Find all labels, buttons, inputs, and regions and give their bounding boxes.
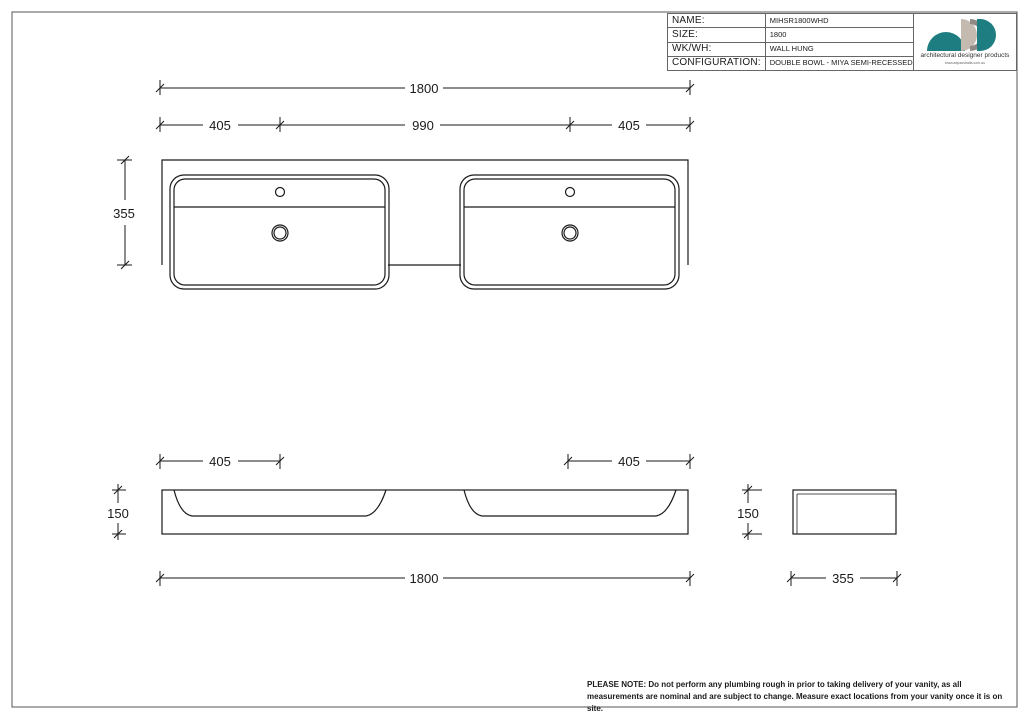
right-waste-outer — [561, 224, 579, 242]
name-key: NAME: — [667, 12, 766, 29]
name-value: MIHSR1800WHD — [764, 12, 933, 29]
title-block-row: CONFIGURATION: DOUBLE BOWL - MIYA SEMI-R… — [667, 55, 933, 72]
logo-tagline: architectural designer products — [920, 52, 1010, 59]
side-view — [792, 489, 897, 535]
logo-teal-half-circle — [927, 32, 965, 51]
plan-left-bowl-inner — [173, 178, 386, 286]
side-dim-height — [742, 484, 762, 540]
plan-middle-gap-label: 990 — [412, 118, 434, 133]
front-right-bowl-label: 405 — [618, 454, 640, 469]
plan-right-bowl-outer — [459, 174, 680, 290]
size-value: 1800 — [764, 27, 933, 43]
plan-overall-width-label: 1800 — [410, 81, 439, 96]
side-depth-label: 355 — [832, 571, 854, 586]
front-overall-width-label: 1800 — [410, 571, 439, 586]
logo-url: www.adpaustralia.com.au — [945, 61, 985, 65]
title-block-row: NAME: MIHSR1800WHD — [667, 12, 933, 29]
adp-logo-icon — [927, 19, 996, 51]
company-logo: architectural designer products www.adpa… — [913, 13, 1017, 71]
title-block: NAME: MIHSR1800WHD SIZE: 1800 WK/WH: WAL… — [667, 12, 933, 72]
sheet-border — [11, 11, 1018, 708]
plan-view — [161, 159, 689, 290]
logo-teal-stem — [977, 19, 980, 51]
front-body-outline — [161, 489, 689, 535]
left-waste-outer — [271, 224, 289, 242]
side-height-label: 150 — [737, 506, 759, 521]
front-dim-height — [112, 484, 126, 540]
plumbing-note: PLEASE NOTE: Do not perform any plumbing… — [587, 680, 1003, 713]
plan-dim-overall — [155, 80, 695, 95]
mount-value: WALL HUNG — [764, 41, 933, 57]
logo-stone-shape — [961, 19, 977, 51]
right-waste-inner — [563, 226, 577, 240]
plan-left-bowl-label: 405 — [209, 118, 231, 133]
front-height-label: 150 — [107, 506, 129, 521]
front-dim-overall — [155, 571, 695, 586]
configuration-value: DOUBLE BOWL - MIYA SEMI-RECESSED 750 — [764, 55, 933, 72]
plan-slab-outline — [161, 159, 689, 265]
front-dim-bowls — [155, 454, 695, 469]
front-right-bowl-profile — [463, 489, 677, 517]
front-left-bowl-label: 405 — [209, 454, 231, 469]
right-tap-hole — [564, 186, 576, 198]
title-block-row: WK/WH: WALL HUNG — [667, 41, 933, 57]
mount-key: WK/WH: — [667, 41, 766, 57]
plan-right-bowl-label: 405 — [618, 118, 640, 133]
size-key: SIZE: — [667, 27, 766, 43]
plan-left-bowl-outer — [169, 174, 390, 290]
plan-dim-segments — [155, 117, 695, 132]
left-tap-hole — [274, 186, 286, 198]
plan-right-bowl-inner — [463, 178, 676, 286]
side-dim-depth — [786, 571, 902, 586]
front-view — [161, 489, 689, 535]
logo-teal-quarter — [980, 19, 996, 51]
left-waste-inner — [273, 226, 287, 240]
configuration-key: CONFIGURATION: — [667, 55, 766, 72]
front-left-bowl-profile — [173, 489, 387, 517]
side-body-outline — [792, 489, 897, 535]
title-block-row: SIZE: 1800 — [667, 27, 933, 43]
plan-dim-depth — [117, 155, 132, 270]
plan-depth-label: 355 — [113, 206, 135, 221]
